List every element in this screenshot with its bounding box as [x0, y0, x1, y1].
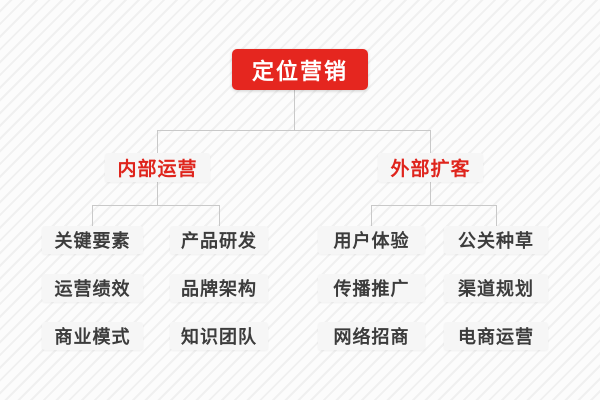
leaf-spread-promotion: 传播推广	[318, 274, 425, 302]
root-branch-bracket	[157, 130, 431, 153]
leaf-operation-performance: 运营绩效	[42, 274, 143, 302]
leaf-key-elements: 关键要素	[42, 226, 143, 254]
leaf-ecommerce-operation: 电商运营	[444, 322, 548, 350]
leaf-channel-planning: 渠道规划	[444, 274, 548, 302]
leaf-user-experience: 用户体验	[318, 226, 425, 254]
leaf-brand-architecture: 品牌架构	[170, 274, 268, 302]
left-branch-bracket	[92, 205, 220, 226]
root-node-positioning-marketing: 定位营销	[232, 49, 368, 90]
branch-internal-operations: 内部运营	[105, 153, 210, 182]
branch-external-expansion: 外部扩客	[378, 153, 483, 182]
leaf-pr-seeding: 公关种草	[444, 226, 548, 254]
leaf-product-rd: 产品研发	[170, 226, 268, 254]
right-branch-bracket	[371, 205, 497, 226]
leaf-network-investment: 网络招商	[318, 322, 425, 350]
leaf-knowledge-team: 知识团队	[170, 322, 268, 350]
leaf-business-model: 商业模式	[42, 322, 143, 350]
